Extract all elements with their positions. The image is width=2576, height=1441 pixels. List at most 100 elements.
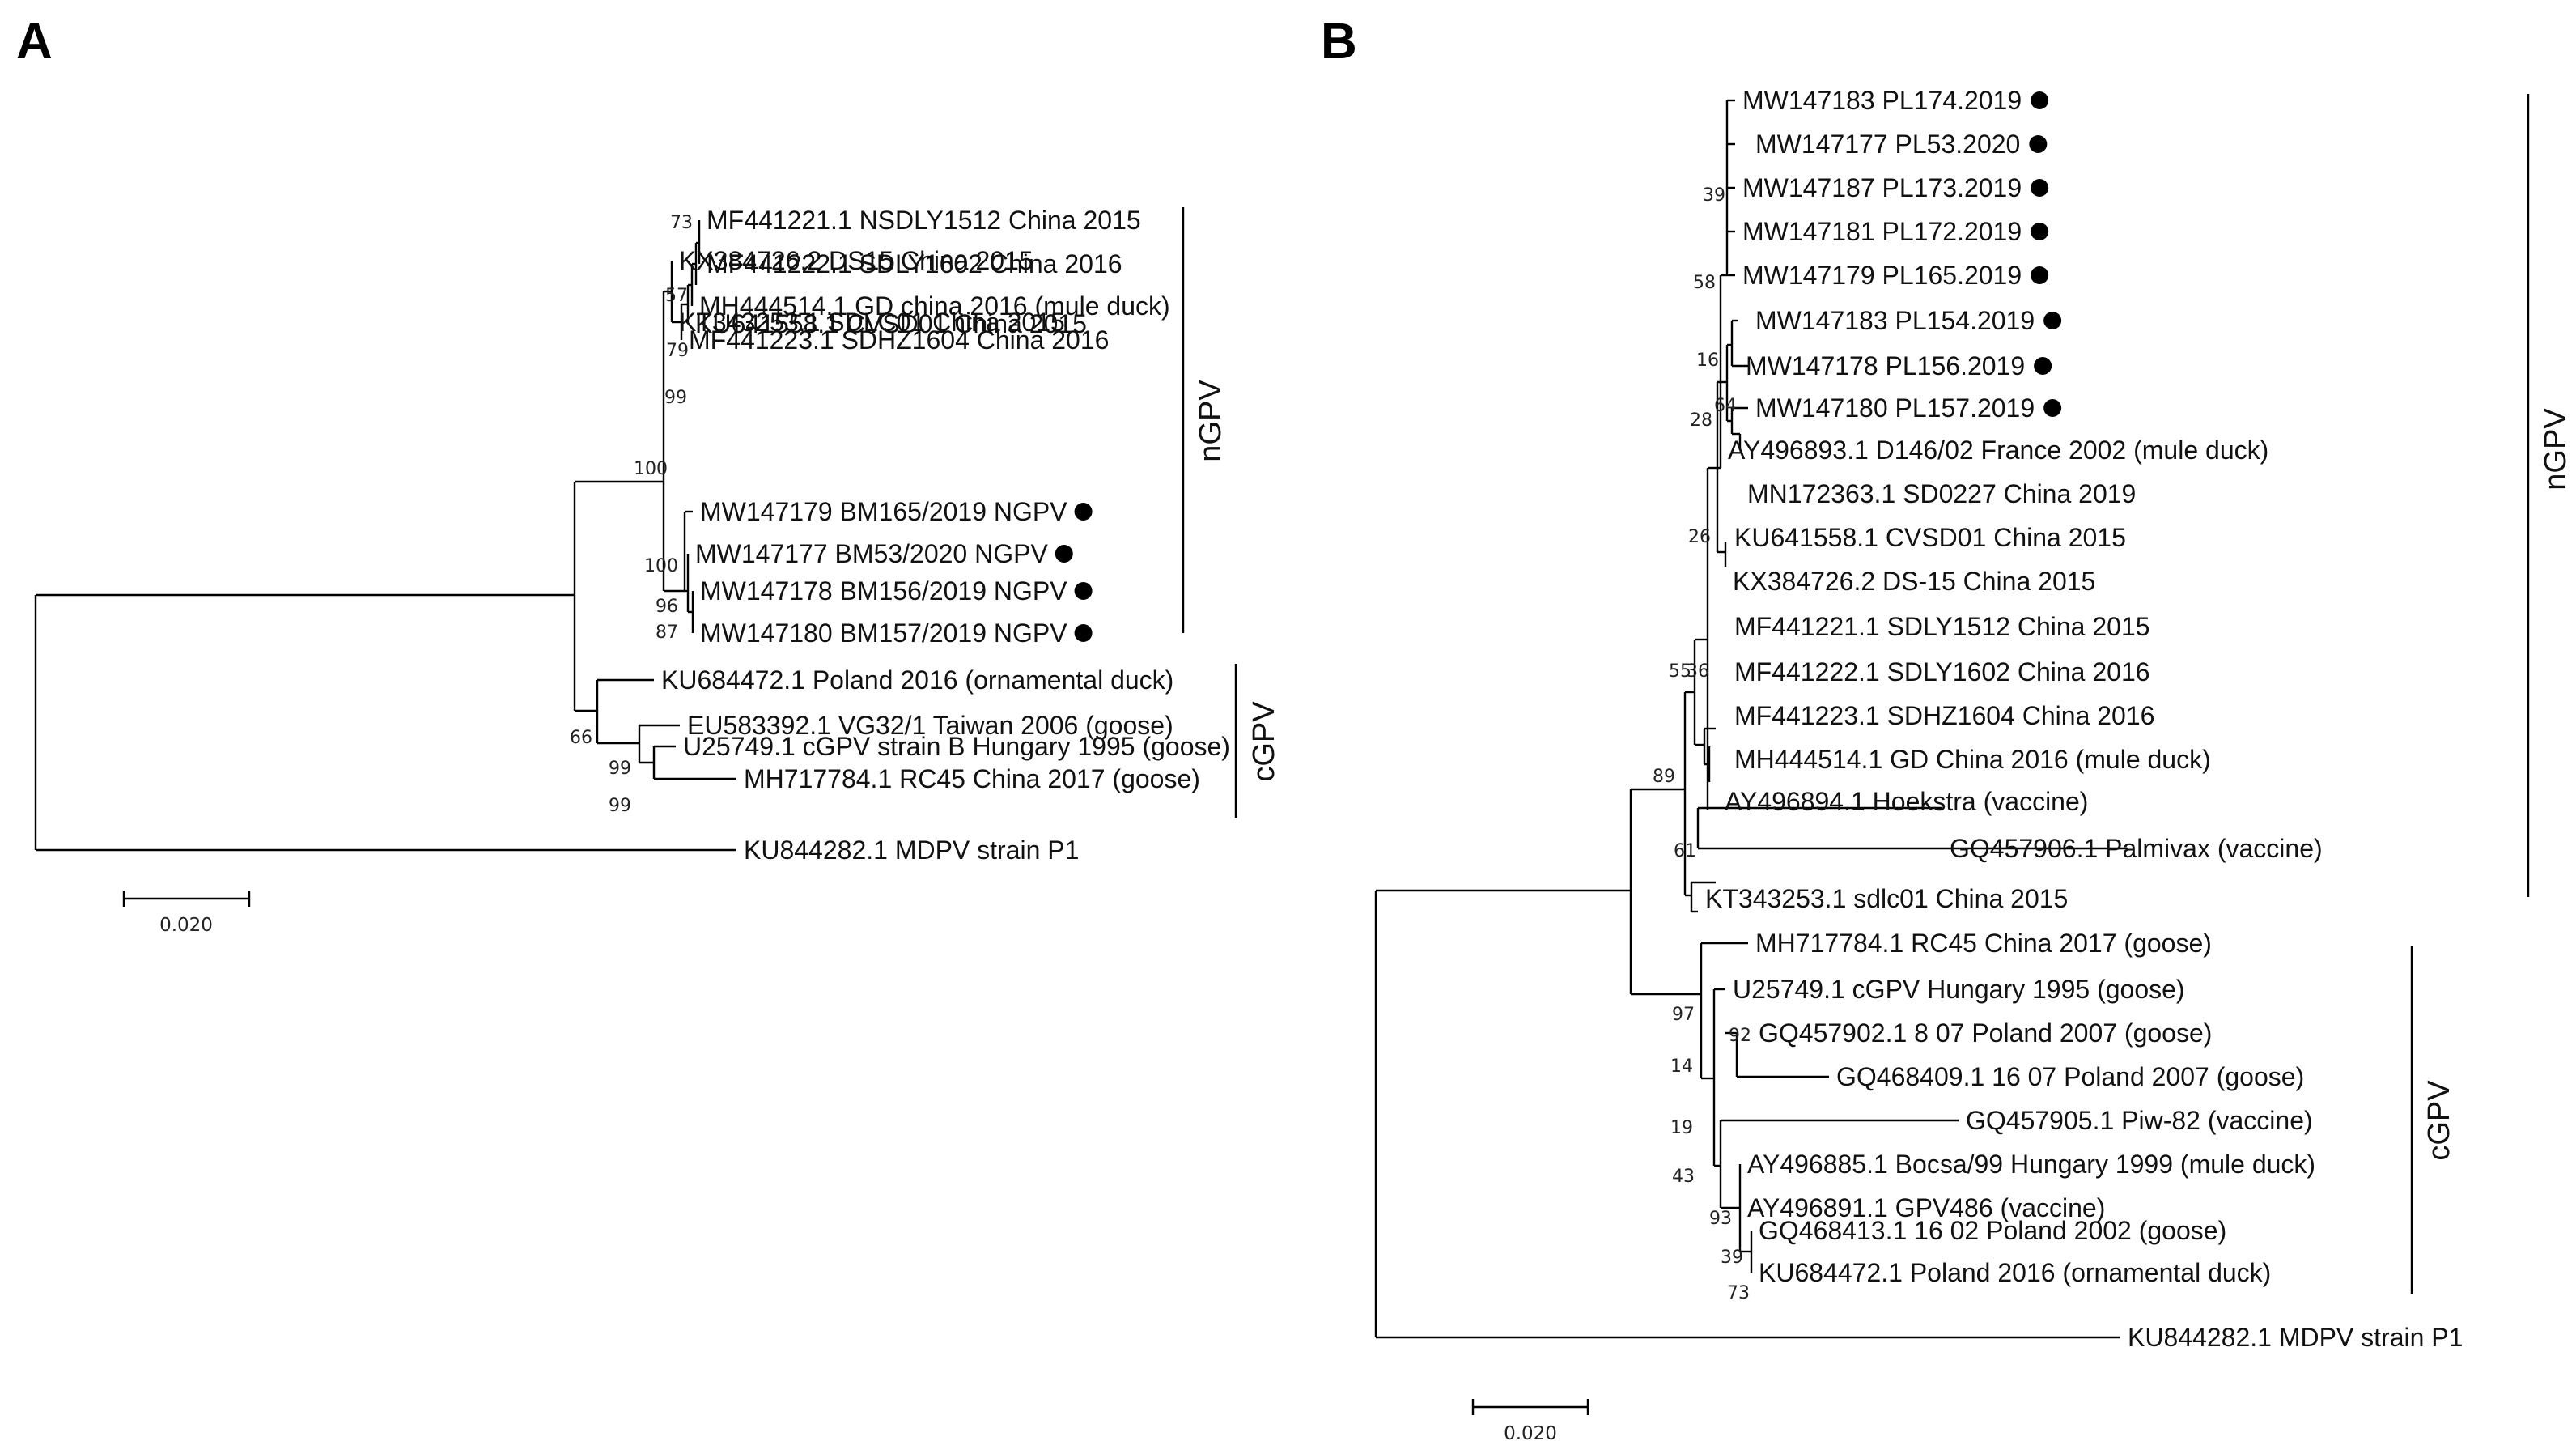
bootstrap-value: 19 — [1670, 1118, 1693, 1138]
bootstrap-value: 99 — [609, 759, 631, 779]
taxon-label: MF441221.1 SDLY1512 China 2015 — [1734, 612, 2150, 641]
bootstrap-value: 43 — [1672, 1167, 1695, 1187]
panel-label-a: A — [16, 14, 53, 70]
bootstrap-value: 55 — [1669, 661, 1691, 682]
sample-dot-icon — [1074, 624, 1093, 642]
bootstrap-value: 26 — [1688, 527, 1711, 547]
taxon-label: MW147183 PL154.2019 — [1755, 306, 2035, 335]
taxon-label: EU583392.1 VG32/1 Taiwan 2006 (goose) — [687, 711, 1173, 740]
taxon-label: KU844282.1 MDPV strain P1 — [744, 835, 1079, 865]
taxon-label: GQ468409.1 16 07 Poland 2007 (goose) — [1836, 1062, 2304, 1091]
bootstrap-value: 73 — [670, 213, 693, 233]
taxon-label: AY496894.1 Hoekstra (vaccine) — [1725, 787, 2088, 816]
taxon-label: GQ468413.1 16 02 Poland 2002 (goose) — [1759, 1216, 2226, 1245]
taxon-label: MW147187 PL173.2019 — [1742, 173, 2022, 202]
taxon-label: MF441223.1 SDHZ1604 China 2016 — [1734, 701, 2154, 730]
sample-dot-icon — [2029, 135, 2048, 153]
bootstrap-value: 39 — [1721, 1248, 1743, 1268]
taxon-label: MW147180 PL157.2019 — [1755, 393, 2035, 423]
bootstrap-value: 87 — [656, 623, 678, 643]
bootstrap-value: 89 — [1653, 767, 1675, 787]
bootstrap-value: 100 — [634, 459, 668, 479]
taxon-label: MW147180 BM157/2019 NGPV — [700, 618, 1067, 648]
taxon-label: KU844282.1 MDPV strain P1 — [2128, 1323, 2463, 1352]
taxon-label: MW147178 PL156.2019 — [1746, 351, 2025, 380]
panel-a-labels: MF441221.1 NSDLY1512 China 2015MF441222.… — [570, 206, 1230, 865]
bootstrap-value: 57 — [665, 286, 688, 306]
sample-dot-icon — [1055, 545, 1073, 563]
bootstrap-value: 66 — [570, 728, 592, 748]
sample-dot-icon — [2031, 223, 2049, 240]
taxon-label: GQ457906.1 Palmivax (vaccine) — [1950, 834, 2323, 863]
taxon-label: AY496885.1 Bocsa/99 Hungary 1999 (mule d… — [1747, 1150, 2315, 1179]
bootstrap-value: 97 — [1672, 1005, 1695, 1025]
clade-label-b-ngpv: nGPV — [2539, 408, 2573, 491]
sample-dot-icon — [2034, 357, 2052, 375]
taxon-label: MH444514.1 GD China 2016 (mule duck) — [1734, 745, 2211, 774]
sample-dot-icon — [1074, 582, 1093, 600]
taxon-label: MW147179 BM165/2019 NGPV — [700, 497, 1067, 526]
taxon-label: MF441222.1 SDLY1602 China 2016 — [707, 249, 1122, 278]
sample-dot-icon — [2031, 91, 2049, 109]
panel-a-branches — [34, 207, 1237, 907]
taxon-label: MF441223.1 SDHZ1604 China 2016 — [689, 325, 1109, 355]
bootstrap-value: 58 — [1693, 273, 1716, 293]
taxon-label: KU641558.1 CVSD01 China 2015 — [695, 309, 1087, 338]
taxon-label: MW147181 PL172.2019 — [1742, 217, 2022, 246]
bootstrap-value: 99 — [609, 796, 631, 816]
taxon-label: MN172363.1 SD0227 China 2019 — [1747, 479, 2136, 508]
taxon-label: KU641558.1 CVSD01 China 2015 — [1734, 523, 2126, 552]
taxon-label: MH444514.1 GD china 2016 (mule duck) — [699, 291, 1170, 321]
taxon-label: KT343253.1 SDLC01 China 2015 — [679, 308, 1065, 337]
sample-dot-icon — [2031, 266, 2049, 284]
clade-label-a-ngpv: nGPV — [1194, 380, 1228, 462]
bootstrap-value: 79 — [666, 341, 689, 361]
taxon-label: MW147177 BM53/2020 NGPV — [695, 539, 1048, 568]
sample-dot-icon — [2043, 399, 2062, 417]
taxon-label: KU684472.1 Poland 2016 (ornamental duck) — [1759, 1258, 2271, 1287]
sample-dot-icon — [2031, 179, 2049, 197]
taxon-label: U25749.1 cGPV strain B Hungary 1995 (goo… — [683, 732, 1230, 761]
bootstrap-value: 96 — [656, 597, 678, 617]
taxon-label: KU684472.1 Poland 2016 (ornamental duck) — [661, 665, 1173, 695]
taxon-label: GQ457905.1 Piw-82 (vaccine) — [1966, 1106, 2313, 1135]
taxon-label: MW147178 BM156/2019 NGPV — [700, 576, 1067, 606]
taxon-label: KX384726.2 DS15 China 2015 — [679, 246, 1033, 275]
clade-label-a-cgpv: cGPV — [1247, 701, 1281, 782]
panel-label-b: B — [1321, 14, 1357, 70]
bootstrap-value: 39 — [1703, 185, 1725, 206]
taxon-label: MF441221.1 NSDLY1512 China 2015 — [707, 206, 1141, 235]
bootstrap-value: 73 — [1727, 1283, 1750, 1303]
bootstrap-value: 28 — [1690, 410, 1712, 431]
bootstrap-value: 99 — [664, 388, 687, 408]
bootstrap-value: 64 — [1714, 396, 1737, 416]
bootstrap-value: 16 — [1696, 351, 1719, 371]
panel-b-branches — [1374, 94, 2530, 1415]
bootstrap-value: 100 — [644, 556, 678, 576]
bootstrap-value: 61 — [1674, 841, 1696, 861]
taxon-label: MW147179 PL165.2019 — [1742, 261, 2022, 290]
clade-label-b-cgpv: cGPV — [2422, 1080, 2456, 1161]
taxon-label: AY496893.1 D146/02 France 2002 (mule duc… — [1728, 436, 2268, 465]
bootstrap-value: 14 — [1670, 1056, 1693, 1077]
taxon-label: MW147183 PL174.2019 — [1742, 86, 2022, 115]
taxon-label: U25749.1 cGPV Hungary 1995 (goose) — [1733, 975, 2185, 1004]
bootstrap-value: 93 — [1709, 1209, 1732, 1229]
taxon-label: MH717784.1 RC45 China 2017 (goose) — [744, 764, 1200, 793]
taxon-label: MH717784.1 RC45 China 2017 (goose) — [1755, 929, 2212, 958]
taxon-label: MW147177 PL53.2020 — [1755, 130, 2020, 159]
taxon-label: GQ457902.1 8 07 Poland 2007 (goose) — [1759, 1018, 2212, 1048]
bootstrap-value: 92 — [1729, 1026, 1751, 1046]
sample-dot-icon — [2043, 312, 2062, 329]
taxon-label: MF441222.1 SDLY1602 China 2016 — [1734, 657, 2150, 686]
sample-dot-icon — [1074, 503, 1093, 521]
scale-label-a: 0.020 — [159, 915, 213, 936]
taxon-label: KX384726.2 DS-15 China 2015 — [1733, 567, 2095, 596]
scale-label-b: 0.020 — [1504, 1423, 1557, 1441]
taxon-label: AY496891.1 GPV486 (vaccine) — [1747, 1193, 2105, 1222]
bootstrap-value: 36 — [1687, 661, 1709, 682]
taxon-label: KT343253.1 sdlc01 China 2015 — [1705, 884, 2068, 913]
